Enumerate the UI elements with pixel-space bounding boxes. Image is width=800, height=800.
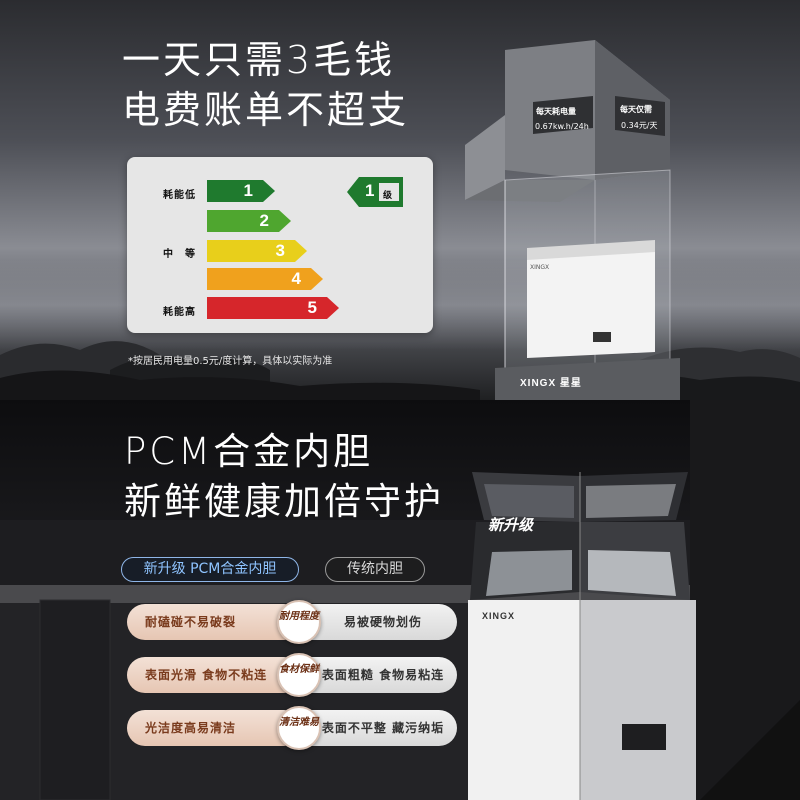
freezer-brand: XINGX xyxy=(482,611,516,621)
energy-arrow-5-shape xyxy=(207,297,339,319)
comparison-row-freshness: 表面光滑 食物不粘连 表面粗糙 食物易粘连 食材保鲜 xyxy=(127,653,457,697)
energy-arrow-1-number: 1 xyxy=(243,181,253,200)
chest-freezer-image xyxy=(468,472,696,800)
daily-cost-sign-value: 0.34元/天 xyxy=(621,121,658,130)
energy-arrow-1-shape xyxy=(207,180,275,202)
pcm-freshness-text: 表面光滑 食物不粘连 xyxy=(127,657,302,693)
energy-label-card: 耗能低 中 等 耗能高 1 2 3 4 5 xyxy=(127,157,433,333)
freezer-display-box xyxy=(465,40,680,400)
energy-arrow-5: 5 xyxy=(207,297,339,319)
liner-headline-line2: 新鲜健康加倍守护 xyxy=(124,480,444,523)
energy-arrow-2: 2 xyxy=(207,210,291,232)
daily-cost-sign-title: 每天仅需 xyxy=(620,105,652,114)
comparison-row-durability: 耐磕碰不易破裂 易被硬物划伤 耐用程度 xyxy=(127,600,457,644)
grade-unit: 级 xyxy=(383,191,393,201)
energy-arrow-5-number: 5 xyxy=(307,298,317,317)
liner-headline-line1: PCM合金内胆 xyxy=(124,430,374,473)
tab-traditional-liner: 传统内胆 xyxy=(325,557,425,582)
energy-headline-line2: 电费账单不超支 xyxy=(122,88,410,132)
pcm-cleaning-text: 光洁度高易清洁 xyxy=(127,710,302,746)
grade-number: 1 xyxy=(365,181,375,200)
daily-power-sign-title: 每天耗电量 xyxy=(536,107,576,116)
energy-arrow-3-number: 3 xyxy=(275,241,285,260)
energy-arrow-4: 4 xyxy=(207,268,323,290)
grade-arrow-shape xyxy=(347,177,403,207)
pcm-durability-text: 耐磕碰不易破裂 xyxy=(127,604,302,640)
display-freezer-brand: XINGX xyxy=(530,264,550,271)
daily-power-sign-value: 0.67kw.h/24h xyxy=(535,122,589,131)
cleaning-badge: 清洁难易 xyxy=(277,706,321,750)
energy-arrow-2-number: 2 xyxy=(259,211,269,230)
label-low-energy: 耗能低 xyxy=(163,190,196,201)
energy-headline-line1: 一天只需3毛钱 xyxy=(122,38,396,82)
comparison-row-cleaning: 光洁度高易清洁 表面不平整 藏污纳垢 清洁难易 xyxy=(127,706,457,750)
durability-badge: 耐用程度 xyxy=(277,600,321,644)
energy-arrow-4-shape xyxy=(207,268,323,290)
energy-arrow-3-shape xyxy=(207,240,307,262)
label-high-energy: 耗能高 xyxy=(163,307,196,318)
energy-arrow-3: 3 xyxy=(207,240,307,262)
energy-section: 一天只需3毛钱 电费账单不超支 耗能低 中 等 耗能高 1 2 3 4 xyxy=(0,0,800,400)
freshness-badge: 食材保鲜 xyxy=(277,653,321,697)
label-medium: 中 等 xyxy=(163,249,196,260)
display-box-brand: XINGX 星星 xyxy=(520,378,582,389)
upgrade-badge: 新升级 xyxy=(488,516,534,534)
energy-grade-badge: 1 级 xyxy=(347,177,403,207)
energy-arrow-2-shape xyxy=(207,210,291,232)
tab-new-pcm-liner: 新升级 PCM合金内胆 xyxy=(121,557,299,582)
energy-arrow-1: 1 xyxy=(207,180,275,202)
energy-arrow-4-number: 4 xyxy=(291,269,301,288)
electricity-footnote: *按居民用电量0.5元/度计算，具体以实际为准 xyxy=(128,356,333,367)
